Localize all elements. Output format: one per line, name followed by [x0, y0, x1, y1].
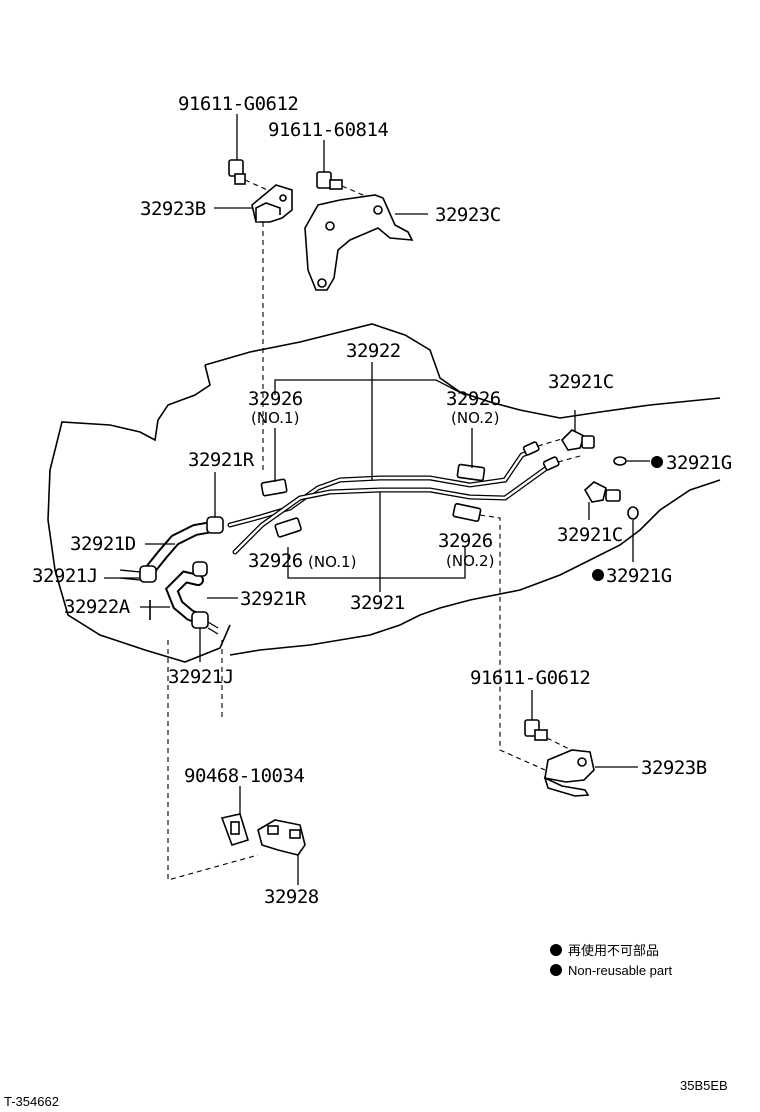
label-32926-no2-top-sub: (NO.2) [451, 409, 499, 427]
label-32921G-top: 32921G [666, 452, 732, 474]
legend-marker-english [550, 964, 562, 976]
label-32926-no1-top: 32926 [248, 388, 303, 410]
legend-english-text: Non-reusable part [568, 963, 672, 978]
legend-japanese-text: 再使用不可部品 [568, 943, 659, 958]
hose-32921D [144, 521, 218, 576]
bracket-32923C [304, 194, 414, 291]
union-32921C-top [560, 410, 595, 451]
label-32921C-bottom: 32921C [557, 524, 623, 546]
union-32921C-bottom [583, 481, 621, 503]
label-32928: 32928 [264, 886, 319, 908]
clip-32921R-top [206, 516, 224, 534]
part-labels: 91611-G0612 91611-60814 32923B 32923C 32… [32, 93, 732, 908]
label-32923B-top: 32923B [140, 198, 206, 220]
gasket-32921G-bottom [627, 506, 639, 520]
label-32926-no2-top: 32926 [446, 388, 501, 410]
bolt-91611-G0612-top [228, 159, 273, 193]
bolt-91611-G0612-bottom [524, 719, 576, 753]
label-32921R-bottom: 32921R [240, 588, 307, 610]
label-32921J-bottom: 32921J [168, 666, 234, 688]
label-32922: 32922 [346, 340, 401, 362]
clip-32921R-bottom [192, 561, 208, 577]
non-reusable-marker-bottom [592, 569, 604, 581]
footer-right-code: 35B5EB [680, 1078, 728, 1093]
tube-fitting-upper [522, 441, 540, 456]
hose-32922A [164, 570, 204, 624]
label-32923C: 32923C [435, 204, 501, 226]
tube-32921 [232, 464, 551, 555]
label-32921: 32921 [350, 592, 405, 614]
non-reusable-marker-top [651, 456, 663, 468]
clip-32921J-left [139, 565, 157, 583]
leader-lines [104, 114, 638, 885]
label-32921R-top: 32921R [188, 449, 255, 471]
legend-marker-japanese [550, 944, 562, 956]
bracket-32923B-bottom [543, 749, 595, 797]
bracket-32923B-top [251, 184, 293, 223]
label-32926-no1-top-sub: (NO.1) [251, 409, 299, 427]
label-90468-10034: 90468-10034 [184, 765, 304, 787]
gasket-32921G-top [613, 456, 627, 466]
label-32926-no2-bottom-sub: (NO.2) [446, 552, 494, 570]
alignment-lines [167, 222, 546, 881]
transmission-outline [47, 323, 721, 663]
clamp-32926-no2-bottom [452, 503, 482, 522]
label-32921D: 32921D [70, 533, 136, 555]
label-32926-no2-bottom: 32926 [438, 530, 493, 552]
label-32926-no1-bottom-sub: (NO.1) [308, 553, 356, 571]
footer-left-code: T-354662 [4, 1094, 59, 1109]
label-91611-G0612-top: 91611-G0612 [178, 93, 298, 115]
label-91611-60814: 91611-60814 [268, 119, 388, 141]
clamp-32926-no2-top [456, 463, 486, 482]
clamp-32926-no1-top [260, 478, 288, 497]
bracket-32928 [257, 819, 306, 856]
label-32921J-left: 32921J [32, 565, 98, 587]
label-32921G-bottom: 32921G [606, 565, 672, 587]
clip-32921J-bottom [191, 611, 209, 629]
label-32922A: 32922A [64, 596, 131, 618]
clip-90468-10034 [220, 813, 249, 846]
bolt-91611-60814 [316, 171, 371, 199]
legend: 再使用不可部品 Non-reusable part [550, 943, 672, 978]
label-32923B-bottom: 32923B [641, 757, 707, 779]
label-91611-G0612-bottom: 91611-G0612 [470, 667, 590, 689]
tube-fitting-lower [542, 456, 560, 471]
clamp-32926-no1-bottom [274, 517, 302, 538]
label-32926-no1-bottom: 32926 [248, 550, 303, 572]
label-32921C-top: 32921C [548, 371, 614, 393]
